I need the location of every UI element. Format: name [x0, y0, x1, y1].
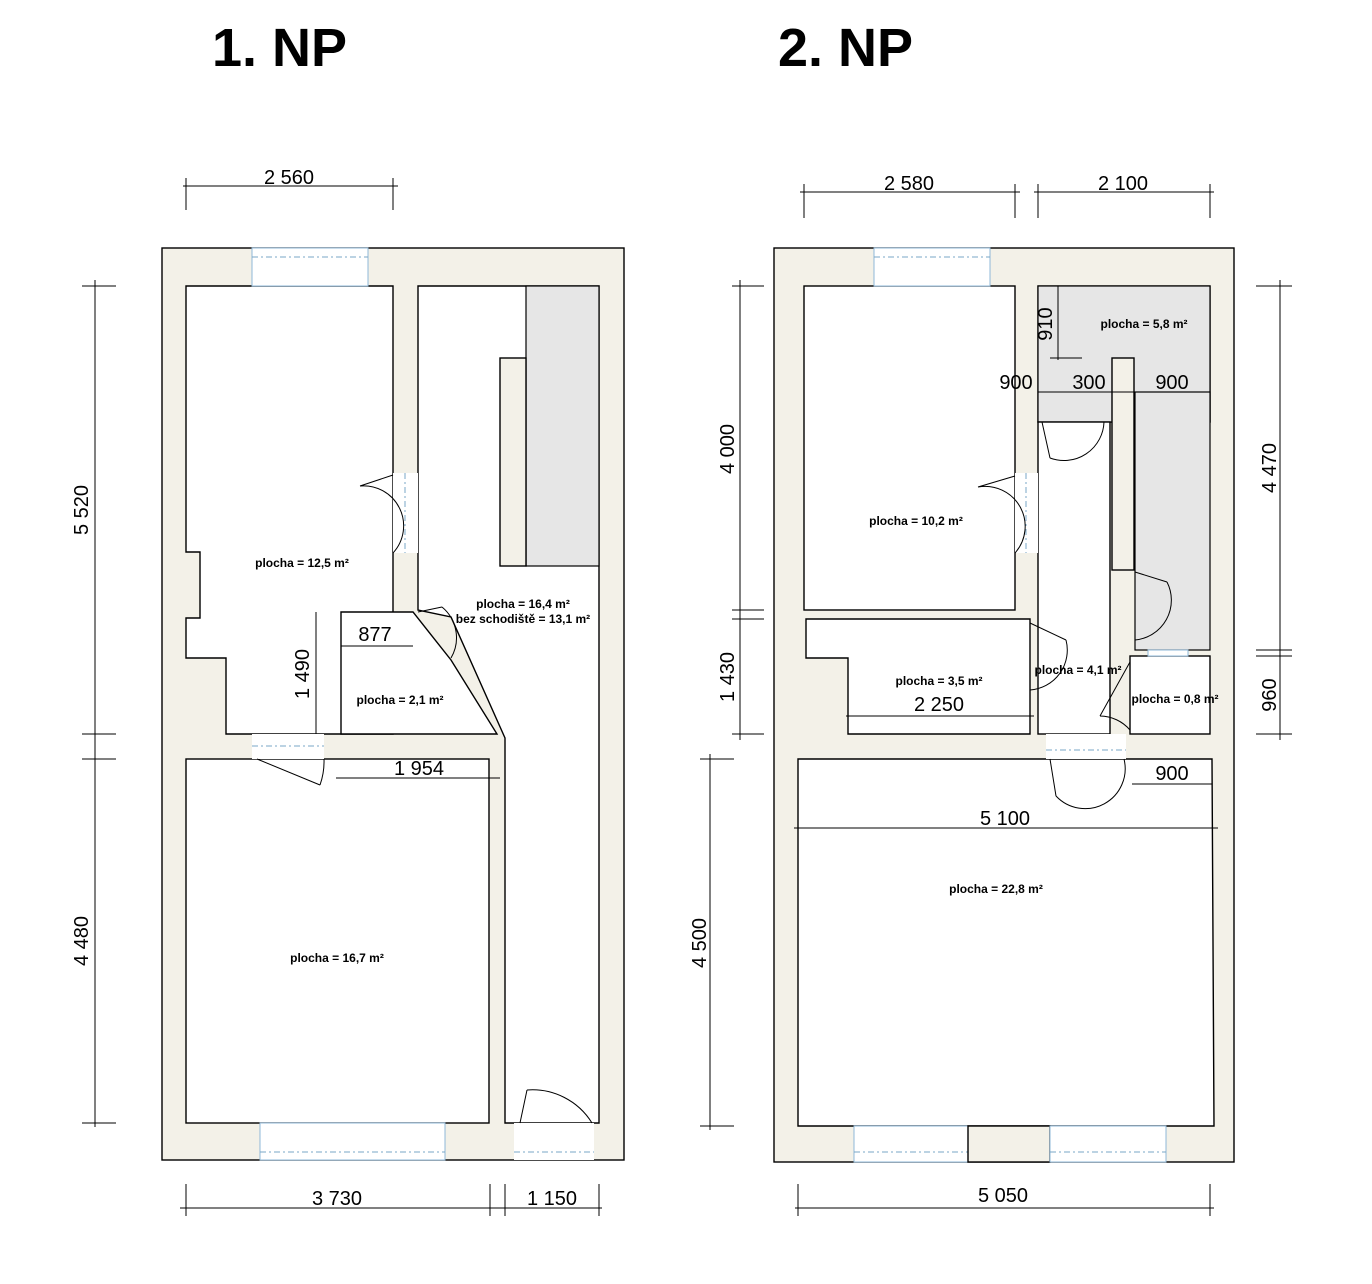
floor-2-door-swing-3	[1134, 571, 1172, 641]
floor-2-door-swing-6	[1049, 758, 1126, 810]
dim-2np-4470: 4 470	[1259, 443, 1281, 493]
area-2np-storage: plocha = 5,8 m²	[1100, 317, 1187, 331]
floor-1-window-bottom	[259, 1122, 446, 1161]
dim-2np-900-left: 900	[999, 372, 1032, 394]
area-2np-bedroom: plocha = 10,2 m²	[869, 514, 963, 528]
area-2np-living: plocha = 22,8 m²	[949, 882, 1043, 896]
floor-2-plan: 2 580 2 100 910 900 300 900 4 000 4 470 …	[689, 173, 1292, 1216]
area-1np-front: plocha = 12,5 m²	[255, 556, 349, 570]
floor-2-door-swing-4	[1029, 622, 1068, 691]
dim-2np-2250: 2 250	[914, 694, 964, 716]
floor-2-door-swing-1	[977, 475, 1026, 554]
dim-2np-300: 300	[1072, 372, 1105, 394]
dim-2np-5100: 5 100	[980, 808, 1030, 830]
floor-2-room-small	[805, 618, 1031, 735]
floor-2-window-wc	[1147, 649, 1189, 657]
floor-2-door-swing-2	[1041, 421, 1105, 462]
floor-2-window-bottom-right	[1049, 1125, 1167, 1163]
floor-title-2np: 2. NP	[778, 18, 913, 78]
dim-1np-1490: 1 490	[292, 649, 314, 699]
area-1np-hall: plocha = 16,4 m²	[476, 597, 570, 611]
dim-1np-5520: 5 520	[71, 485, 93, 535]
floor-title-1np: 1. NP	[212, 18, 347, 78]
dim-2np-2100: 2 100	[1098, 173, 1148, 195]
dim-1np-877: 877	[358, 624, 391, 646]
dim-2np-900-right: 900	[1155, 372, 1188, 394]
floor-2-window-bottom-left	[853, 1125, 969, 1163]
dim-1np-1150: 1 150	[527, 1188, 577, 1210]
area-2np-small: plocha = 3,5 m²	[895, 674, 982, 688]
floor-1-room-back	[185, 758, 490, 1124]
floor-2-stair-wall	[1111, 357, 1135, 571]
dim-2np-960: 960	[1259, 678, 1281, 711]
dim-2np-1430: 1 430	[717, 652, 739, 702]
floor-1-door-swing-3	[417, 606, 457, 659]
floor-1-door-swing-2	[256, 758, 325, 786]
area-1np-back: plocha = 16,7 m²	[290, 951, 384, 965]
floor-1-door-swing-4	[519, 1089, 593, 1124]
area-2np-wc: plocha = 0,8 m²	[1131, 692, 1218, 706]
floor-2-corridor	[1037, 421, 1111, 735]
dim-2np-900-bottom: 900	[1155, 763, 1188, 785]
floor-2-door-swing-5	[1099, 661, 1131, 731]
floor-2-room-living	[797, 758, 1215, 1127]
dim-2np-4500: 4 500	[689, 918, 711, 968]
floor-2-room-bedroom	[803, 285, 1016, 611]
floor-1-stair-wall	[499, 357, 527, 567]
dim-2np-5050: 5 050	[978, 1185, 1028, 1207]
area-2np-corridor: plocha = 4,1 m²	[1034, 663, 1121, 677]
floor-2-staircase	[1134, 391, 1211, 651]
dim-1np-2560: 2 560	[264, 167, 314, 189]
floor-1-staircase	[525, 285, 600, 567]
floor-1-door-swing-1	[359, 474, 405, 554]
floor-1-window-top	[251, 247, 369, 287]
floor-2-room-wc	[1129, 655, 1211, 735]
dim-2np-910: 910	[1035, 307, 1057, 340]
dim-2np-4000: 4 000	[717, 424, 739, 474]
floor-1-plan: 2 560 5 520 4 480 1 490 877 1 954 3 730 …	[71, 167, 625, 1216]
floor-2-window-top	[873, 247, 991, 287]
area-1np-wc: plocha = 2,1 m²	[356, 693, 443, 707]
dim-1np-1954: 1 954	[394, 758, 444, 780]
dim-1np-4480: 4 480	[71, 916, 93, 966]
dim-2np-2580: 2 580	[884, 173, 934, 195]
dim-1np-3730: 3 730	[312, 1188, 362, 1210]
area-1np-hall-no-stairs: bez schodiště = 13,1 m²	[456, 612, 590, 626]
floor-1-room-wc	[340, 611, 499, 735]
